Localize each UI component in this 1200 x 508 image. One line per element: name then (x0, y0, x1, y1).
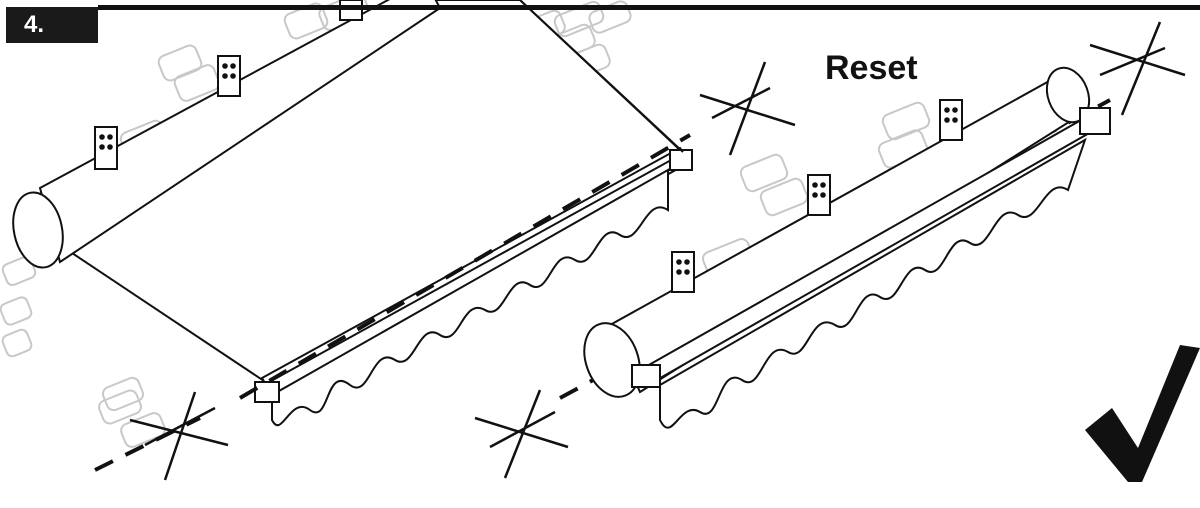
check-mark-icon (1085, 345, 1200, 482)
roller-tube (608, 73, 1090, 394)
valance (659, 137, 1087, 429)
awning-extended (12, 0, 693, 427)
wall-bracket (339, 0, 363, 21)
valance (271, 168, 669, 427)
wall-bracket (94, 126, 118, 170)
cross-mark (699, 61, 796, 156)
arm-end-block (631, 364, 661, 388)
dashed-axis-left (94, 133, 692, 472)
wall-bracket (217, 55, 241, 97)
wall-bracket (939, 99, 963, 141)
reset-label: Reset (825, 49, 918, 87)
front-bar (638, 113, 1100, 387)
arm-end-block (669, 149, 693, 171)
wall-bracket (807, 174, 831, 216)
wall-bracket (671, 251, 695, 293)
top-rule (98, 5, 1200, 10)
awning-retracted (583, 66, 1111, 429)
roller-end-cap (583, 322, 641, 398)
arm-end-block (1079, 107, 1111, 135)
step-number: 4. (24, 11, 45, 38)
cross-mark (1089, 21, 1186, 116)
cross-mark (129, 391, 229, 481)
cross-mark (474, 389, 569, 479)
roller-end-cap (12, 191, 64, 269)
step-badge: 4. (6, 7, 98, 43)
arm-end-block (254, 381, 280, 403)
